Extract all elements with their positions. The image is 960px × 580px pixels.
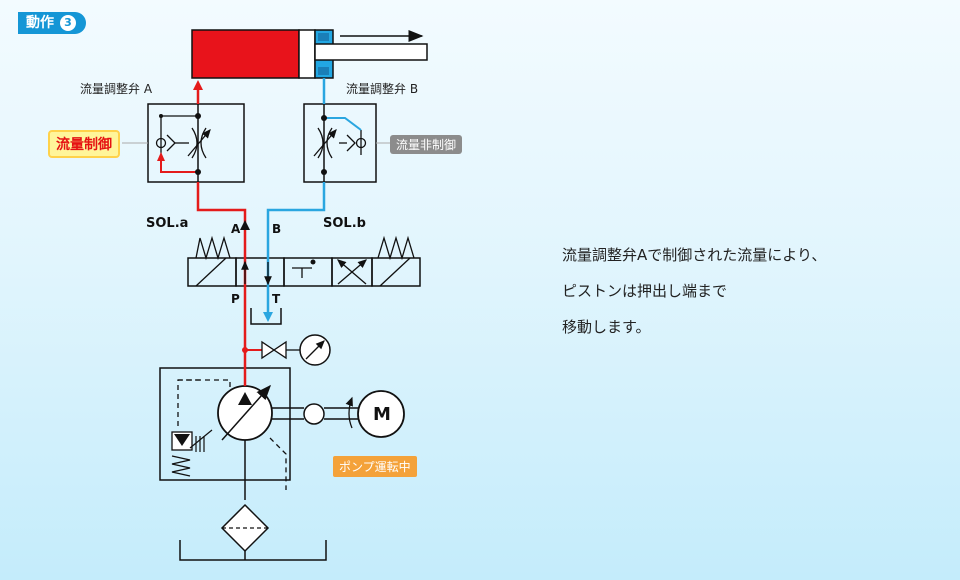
solenoid-b-label: SOL.b [323, 216, 366, 231]
flow-valve-a-label: 流量調整弁 A [80, 82, 153, 96]
flow-valve-b-label: 流量調整弁 B [346, 82, 419, 96]
piston [298, 29, 316, 79]
restrictor-right-b [326, 127, 333, 159]
valve-pos-a-box [235, 257, 285, 287]
restrictor-left-a [191, 127, 198, 159]
compensator-spring [171, 455, 191, 477]
flow-control-valve-b [303, 103, 377, 183]
description-line-2: ピストンは押出し端まで [562, 282, 728, 300]
pilot-line-1 [177, 379, 200, 430]
return-tank-top [250, 308, 282, 325]
coupling [303, 403, 325, 425]
port-b-label: B [272, 222, 282, 236]
return-arrow-down [263, 312, 273, 322]
port-t-label: T [272, 292, 281, 306]
motor-label: M [373, 404, 391, 425]
port-a-label: A [231, 222, 241, 236]
check-path-blue [324, 117, 362, 131]
restrictor-right-a [200, 127, 207, 159]
solenoid-a-label: SOL.a [146, 216, 189, 231]
valve-pos-right-box [371, 257, 421, 287]
step-badge: 動作 3 [18, 12, 86, 34]
main-tank [179, 540, 327, 561]
drain-line [269, 437, 287, 490]
valve-pos-center-box [283, 257, 333, 287]
restrictor-left-b [317, 127, 324, 159]
pressure-line [196, 182, 247, 386]
variable-displacement-pump [217, 384, 273, 500]
pump-variable-arrow [221, 384, 271, 441]
description-line-1: 流量調整弁Aで制御された流量により、 [562, 246, 827, 264]
spring-left [195, 235, 231, 261]
directional-control-valve [187, 235, 421, 287]
pump-output-triangle [238, 392, 252, 405]
cylinder-cap-chamber [191, 29, 300, 79]
description-line-3: 移動します。 [562, 318, 651, 336]
pump-status-tag: ポンプ運転中 [333, 456, 417, 477]
hydraulic-cylinder [191, 29, 428, 79]
solenoid-a-symbol [195, 257, 227, 287]
adjust-arrow-b [313, 129, 337, 157]
port-p-label: P [231, 292, 240, 306]
flow-control-tag: 流量制御 [48, 130, 120, 158]
adjust-arrow-a [187, 129, 211, 157]
rotation-arrow [345, 396, 353, 429]
spring-right [377, 235, 415, 261]
valve-pos-left-box [187, 257, 237, 287]
solenoid-b-symbol [379, 257, 411, 287]
return-line [266, 182, 326, 312]
gauge-shutoff-valve [261, 340, 287, 360]
rod-seal-bottom [318, 67, 329, 75]
step-number: 3 [60, 15, 76, 31]
rod-seal-top [318, 33, 329, 41]
pump-unit-frame [159, 367, 291, 481]
flow-non-control-tag: 流量非制御 [390, 135, 463, 154]
cross-arrow-2 [337, 259, 367, 285]
piston-rod [314, 43, 428, 61]
electric-motor [357, 390, 405, 438]
step-label: 動作 [26, 15, 54, 31]
check-seat-a [166, 134, 176, 152]
check-seat-b [346, 134, 356, 152]
check-valve-ball-a [155, 137, 167, 149]
pressure-compensator [171, 429, 213, 477]
pressure-arrow-up [193, 80, 203, 90]
